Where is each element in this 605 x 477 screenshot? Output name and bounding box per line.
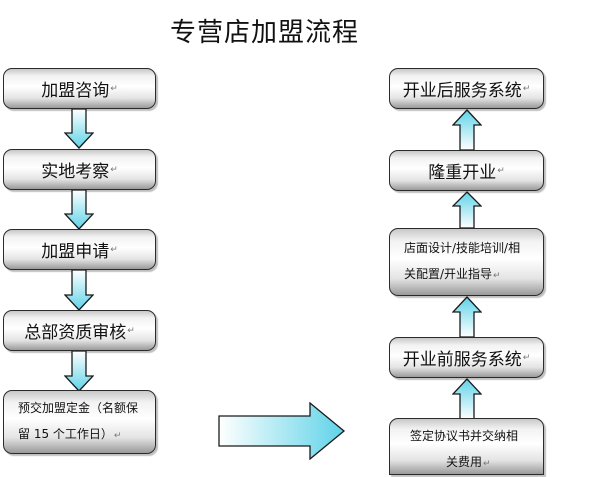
step-franchise-application: 加盟申请↵ (3, 229, 156, 270)
arrow-up-icon (452, 378, 482, 420)
paragraph-mark-icon: ↵ (522, 352, 531, 363)
arrow-up-icon (452, 191, 482, 229)
paragraph-mark-icon: ↵ (113, 431, 122, 441)
step-franchise-consultation: 加盟咨询↵ (3, 68, 156, 109)
paragraph-mark-icon: ↵ (497, 165, 505, 176)
paragraph-mark-icon: ↵ (522, 83, 531, 94)
step-store-design-training: 店面设计/技能培训/相 关配置/开业指导↵ (389, 228, 544, 296)
paragraph-mark-icon: ↵ (110, 164, 118, 175)
step-label: 加盟咨询 (41, 81, 110, 101)
step-label-line-1: 签定协议书并交纳相 (410, 429, 519, 443)
step-prepay-deposit: 预交加盟定金（名额保 留 15 个工作日）↵ (3, 390, 156, 454)
step-grand-opening: 隆重开业↵ (389, 150, 544, 191)
arrow-down-icon (64, 270, 94, 311)
arrow-down-icon (64, 109, 94, 149)
paragraph-mark-icon: ↵ (110, 83, 118, 94)
arrow-down-icon (64, 190, 94, 230)
step-label-line-1: 预交加盟定金（名额保 (18, 401, 139, 415)
arrow-down-icon (64, 351, 94, 392)
paragraph-mark-icon: ↵ (493, 271, 501, 281)
step-label: 实地考察 (41, 162, 110, 182)
arrow-up-icon (452, 296, 482, 338)
step-hq-qualification-review: 总部资质审核↵ (3, 310, 156, 351)
arrow-right-icon (218, 402, 346, 460)
step-label-line-2: 关费用 (446, 455, 483, 469)
step-label: 加盟申请 (41, 242, 110, 262)
step-sign-agreement-pay-fees: 签定协议书并交纳相 关费用↵ (389, 418, 544, 475)
paragraph-mark-icon: ↵ (483, 459, 491, 469)
step-label-line-2: 留 15 个工作日） (18, 427, 113, 441)
step-label: 总部资质审核 (24, 323, 127, 343)
step-label: 隆重开业 (428, 163, 497, 183)
page-title: 专营店加盟流程 (170, 18, 360, 48)
step-post-opening-service: 开业后服务系统↵ (389, 68, 544, 109)
paragraph-mark-icon: ↵ (110, 244, 118, 255)
arrow-up-icon (452, 109, 482, 151)
step-site-inspection: 实地考察↵ (3, 149, 156, 190)
step-pre-opening-service: 开业前服务系统↵ (389, 337, 544, 378)
paragraph-mark-icon: ↵ (127, 325, 135, 336)
step-label: 开业前服务系统 (402, 350, 522, 370)
step-label-line-2: 关配置/开业指导 (404, 267, 493, 281)
step-label-line-1: 店面设计/技能培训/相 (404, 241, 521, 255)
step-label: 开业后服务系统 (402, 81, 522, 101)
